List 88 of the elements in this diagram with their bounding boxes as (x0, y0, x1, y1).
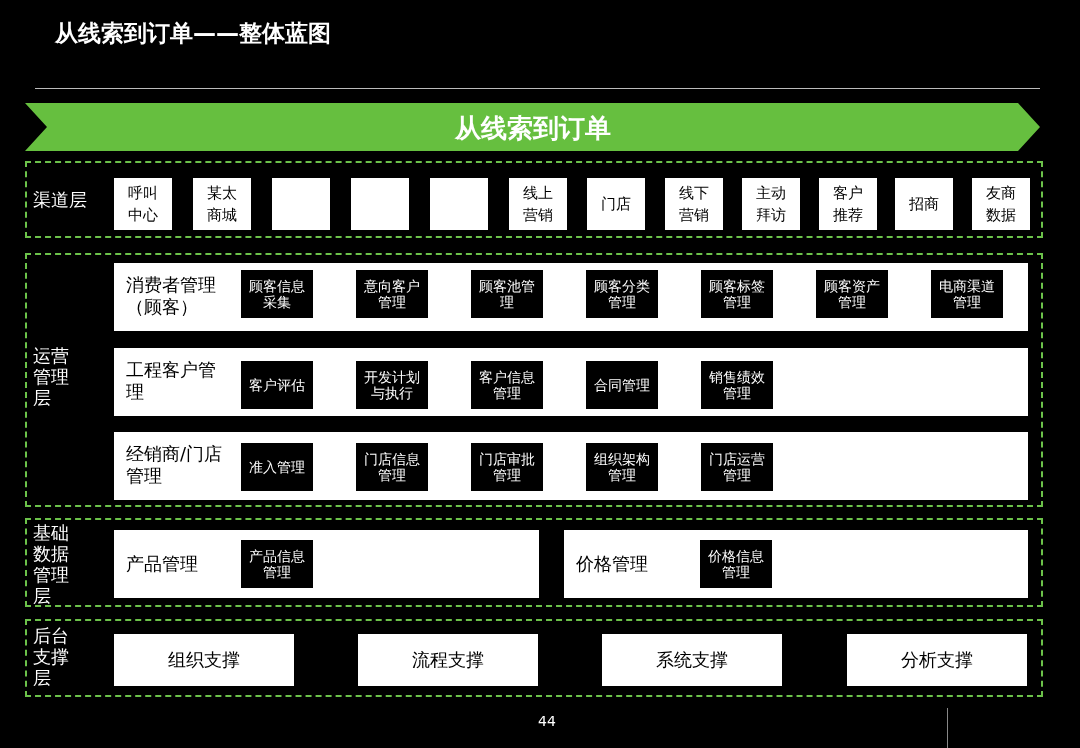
channel-box (742, 178, 800, 230)
box-label: 分析支撑 (901, 648, 973, 672)
box-label: 开发计划与执行 (363, 369, 421, 401)
function-box (241, 443, 313, 491)
box-label: 意向客户管理 (363, 278, 421, 310)
module-title: 经销商/门店管理 (126, 443, 224, 487)
function-box (586, 270, 658, 318)
module-panel (114, 432, 1028, 500)
box-label: 顾客信息采集 (248, 278, 306, 310)
channel-box (895, 178, 953, 230)
layer-frame (25, 619, 1043, 697)
channel-box (193, 178, 251, 230)
function-box (471, 443, 543, 491)
function-box (241, 540, 313, 588)
module-panel (114, 530, 539, 598)
function-box (356, 361, 428, 409)
box-label: 顾客资产管理 (823, 278, 881, 310)
box-label: 友商数据 (985, 183, 1017, 226)
function-box (701, 361, 773, 409)
function-box (701, 443, 773, 491)
function-box (586, 443, 658, 491)
function-box (700, 540, 772, 588)
support-box (358, 634, 538, 686)
support-box (847, 634, 1027, 686)
module-title: 消费者管理（顾客） (126, 274, 217, 318)
box-label: 客户评估 (249, 377, 305, 393)
box-label: 流程支撑 (412, 648, 484, 672)
box-label: 系统支撑 (656, 648, 728, 672)
channel-box (665, 178, 723, 230)
function-box (356, 270, 428, 318)
box-label: 合同管理 (594, 377, 650, 393)
box-label: 顾客标签管理 (708, 278, 766, 310)
module-title: 价格管理 (576, 553, 649, 575)
function-box (471, 270, 543, 318)
layer-title: 后台支撑层 (33, 625, 70, 688)
box-label: 组织架构管理 (593, 451, 651, 483)
channel-box (272, 178, 330, 230)
box-label: 客户信息管理 (478, 369, 536, 401)
channel-box (587, 178, 645, 230)
module-panel (114, 348, 1028, 416)
box-label: 价格信息管理 (707, 548, 765, 580)
channel-box (351, 178, 409, 230)
layer-frame (25, 161, 1043, 238)
box-label: 某太商城 (206, 183, 238, 226)
box-label: 销售绩效管理 (708, 369, 766, 401)
function-box (816, 270, 888, 318)
box-label: 顾客分类管理 (593, 278, 651, 310)
box-label: 门店审批管理 (478, 451, 536, 483)
channel-box (114, 178, 172, 230)
box-label: 组织支撑 (168, 648, 240, 672)
channel-box (819, 178, 877, 230)
function-box (241, 361, 313, 409)
function-box (931, 270, 1003, 318)
channel-box (509, 178, 567, 230)
box-label: 电商渠道管理 (938, 278, 996, 310)
box-label: 主动拜访 (755, 183, 787, 226)
support-box (602, 634, 782, 686)
module-title: 工程客户管理 (126, 359, 217, 403)
layer-title: 运营管理层 (33, 345, 70, 408)
layer-title: 基础数据管理层 (33, 522, 70, 606)
box-label: 呼叫中心 (127, 183, 159, 226)
support-box (114, 634, 294, 686)
page-title: 从线索到订单——整体蓝图 (55, 19, 331, 48)
box-label: 线上营销 (522, 183, 554, 226)
box-label: 门店信息管理 (363, 451, 421, 483)
channel-box (430, 178, 488, 230)
function-box (586, 361, 658, 409)
box-label: 线下营销 (678, 183, 710, 226)
function-box (241, 270, 313, 318)
layer-frame (25, 253, 1043, 507)
page-number: 44 (538, 713, 556, 729)
box-label: 产品信息管理 (248, 548, 306, 580)
box-label: 顾客池管理 (478, 278, 536, 310)
box-label: 门店 (601, 194, 631, 215)
box-label: 招商 (909, 194, 939, 215)
module-title: 产品管理 (126, 553, 199, 575)
layer-frame (25, 518, 1043, 607)
box-label: 客户推荐 (832, 183, 864, 226)
banner-title: 从线索到订单 (453, 112, 612, 145)
channel-box (972, 178, 1030, 230)
module-panel (564, 530, 1028, 598)
module-panel (114, 263, 1028, 331)
function-box (356, 443, 428, 491)
function-box (701, 270, 773, 318)
box-label: 准入管理 (249, 459, 305, 475)
layer-title: 渠道层 (33, 189, 88, 210)
box-label: 门店运营管理 (708, 451, 766, 483)
function-box (471, 361, 543, 409)
